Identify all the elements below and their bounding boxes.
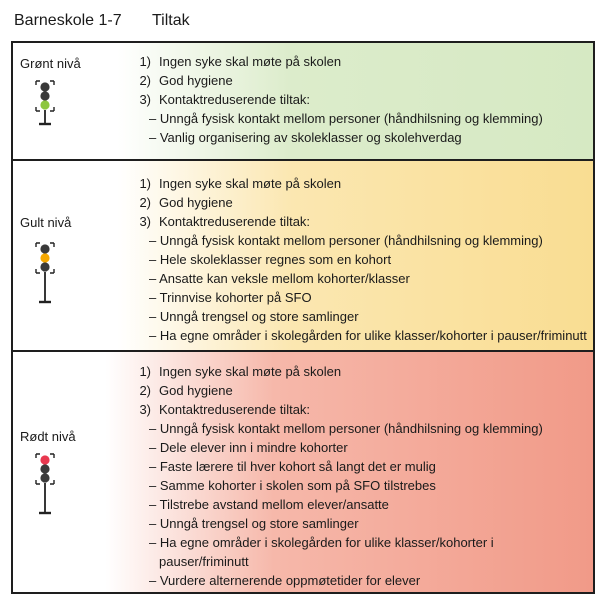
- list-subitem: – Ansatte kan veksle mellom kohorter/kla…: [149, 271, 410, 286]
- level-label-green: Grønt nivå: [20, 56, 81, 71]
- table-header: Barneskole 1-7 Tiltak: [0, 0, 605, 40]
- list-item: 2)God hygiene: [139, 195, 233, 210]
- list-subitem: – Unngå trengsel og store samlinger: [149, 516, 359, 531]
- measure-list-red: 1)Ingen syke skal møte på skolen 2)God h…: [127, 362, 543, 590]
- header-measures: Tiltak: [152, 12, 190, 29]
- measure-list-green: 1)Ingen syke skal møte på skolen 2)God h…: [127, 52, 543, 147]
- traffic-light-green-icon: [35, 80, 55, 126]
- list-subitem: – Ha egne områder i skolegården for ulik…: [149, 535, 494, 550]
- list-subitem-continuation: pauser/friminutt: [159, 554, 249, 569]
- level-row-yellow: Gult nivå 1)Ingen syke skal møte på skol…: [13, 161, 593, 352]
- list-subitem: – Ha egne områder i skolegården for ulik…: [149, 328, 587, 343]
- list-subitem: – Vanlig organisering av skoleklasser og…: [149, 130, 462, 145]
- list-item: 1)Ingen syke skal møte på skolen: [139, 176, 342, 191]
- list-item: 1)Ingen syke skal møte på skolen: [139, 54, 342, 69]
- list-subitem: – Trinnvise kohorter på SFO: [149, 290, 312, 305]
- list-subitem: – Hele skoleklasser regnes som en kohort: [149, 252, 392, 267]
- list-subitem: – Faste lærere til hver kohort så langt …: [149, 459, 436, 474]
- list-subitem: – Samme kohorter i skolen som på SFO til…: [149, 478, 436, 493]
- list-item: 3)Kontaktreduserende tiltak:: [139, 92, 311, 107]
- list-item: 3)Kontaktreduserende tiltak:: [139, 214, 311, 229]
- list-subitem: – Unngå fysisk kontakt mellom personer (…: [149, 421, 543, 436]
- list-subitem: – Vurdere alternerende oppmøtetider for …: [149, 573, 421, 588]
- list-subitem: – Dele elever inn i mindre kohorter: [149, 440, 348, 455]
- traffic-light-yellow-icon: [35, 242, 55, 304]
- level-label-red: Rødt nivå: [20, 429, 76, 444]
- list-item: 3)Kontaktreduserende tiltak:: [139, 402, 311, 417]
- list-item: 1)Ingen syke skal møte på skolen: [139, 364, 342, 379]
- level-label-yellow: Gult nivå: [20, 215, 72, 230]
- list-subitem: – Unngå fysisk kontakt mellom personer (…: [149, 111, 543, 126]
- list-item: 2)God hygiene: [139, 73, 233, 88]
- header-school: Barneskole 1-7: [14, 12, 122, 29]
- list-subitem: – Tilstrebe avstand mellom elever/ansatt…: [149, 497, 389, 512]
- level-row-red: Rødt nivå 1)Ingen syke skal møte på skol…: [13, 352, 593, 592]
- measures-table: Grønt nivå 1)Ingen syke skal møte på sko…: [11, 41, 595, 594]
- measure-list-yellow: 1)Ingen syke skal møte på skolen 2)God h…: [127, 174, 587, 345]
- level-row-green: Grønt nivå 1)Ingen syke skal møte på sko…: [13, 43, 593, 161]
- list-subitem: – Unngå fysisk kontakt mellom personer (…: [149, 233, 543, 248]
- list-subitem: – Unngå trengsel og store samlinger: [149, 309, 359, 324]
- traffic-light-red-icon: [35, 453, 55, 515]
- list-item: 2)God hygiene: [139, 383, 233, 398]
